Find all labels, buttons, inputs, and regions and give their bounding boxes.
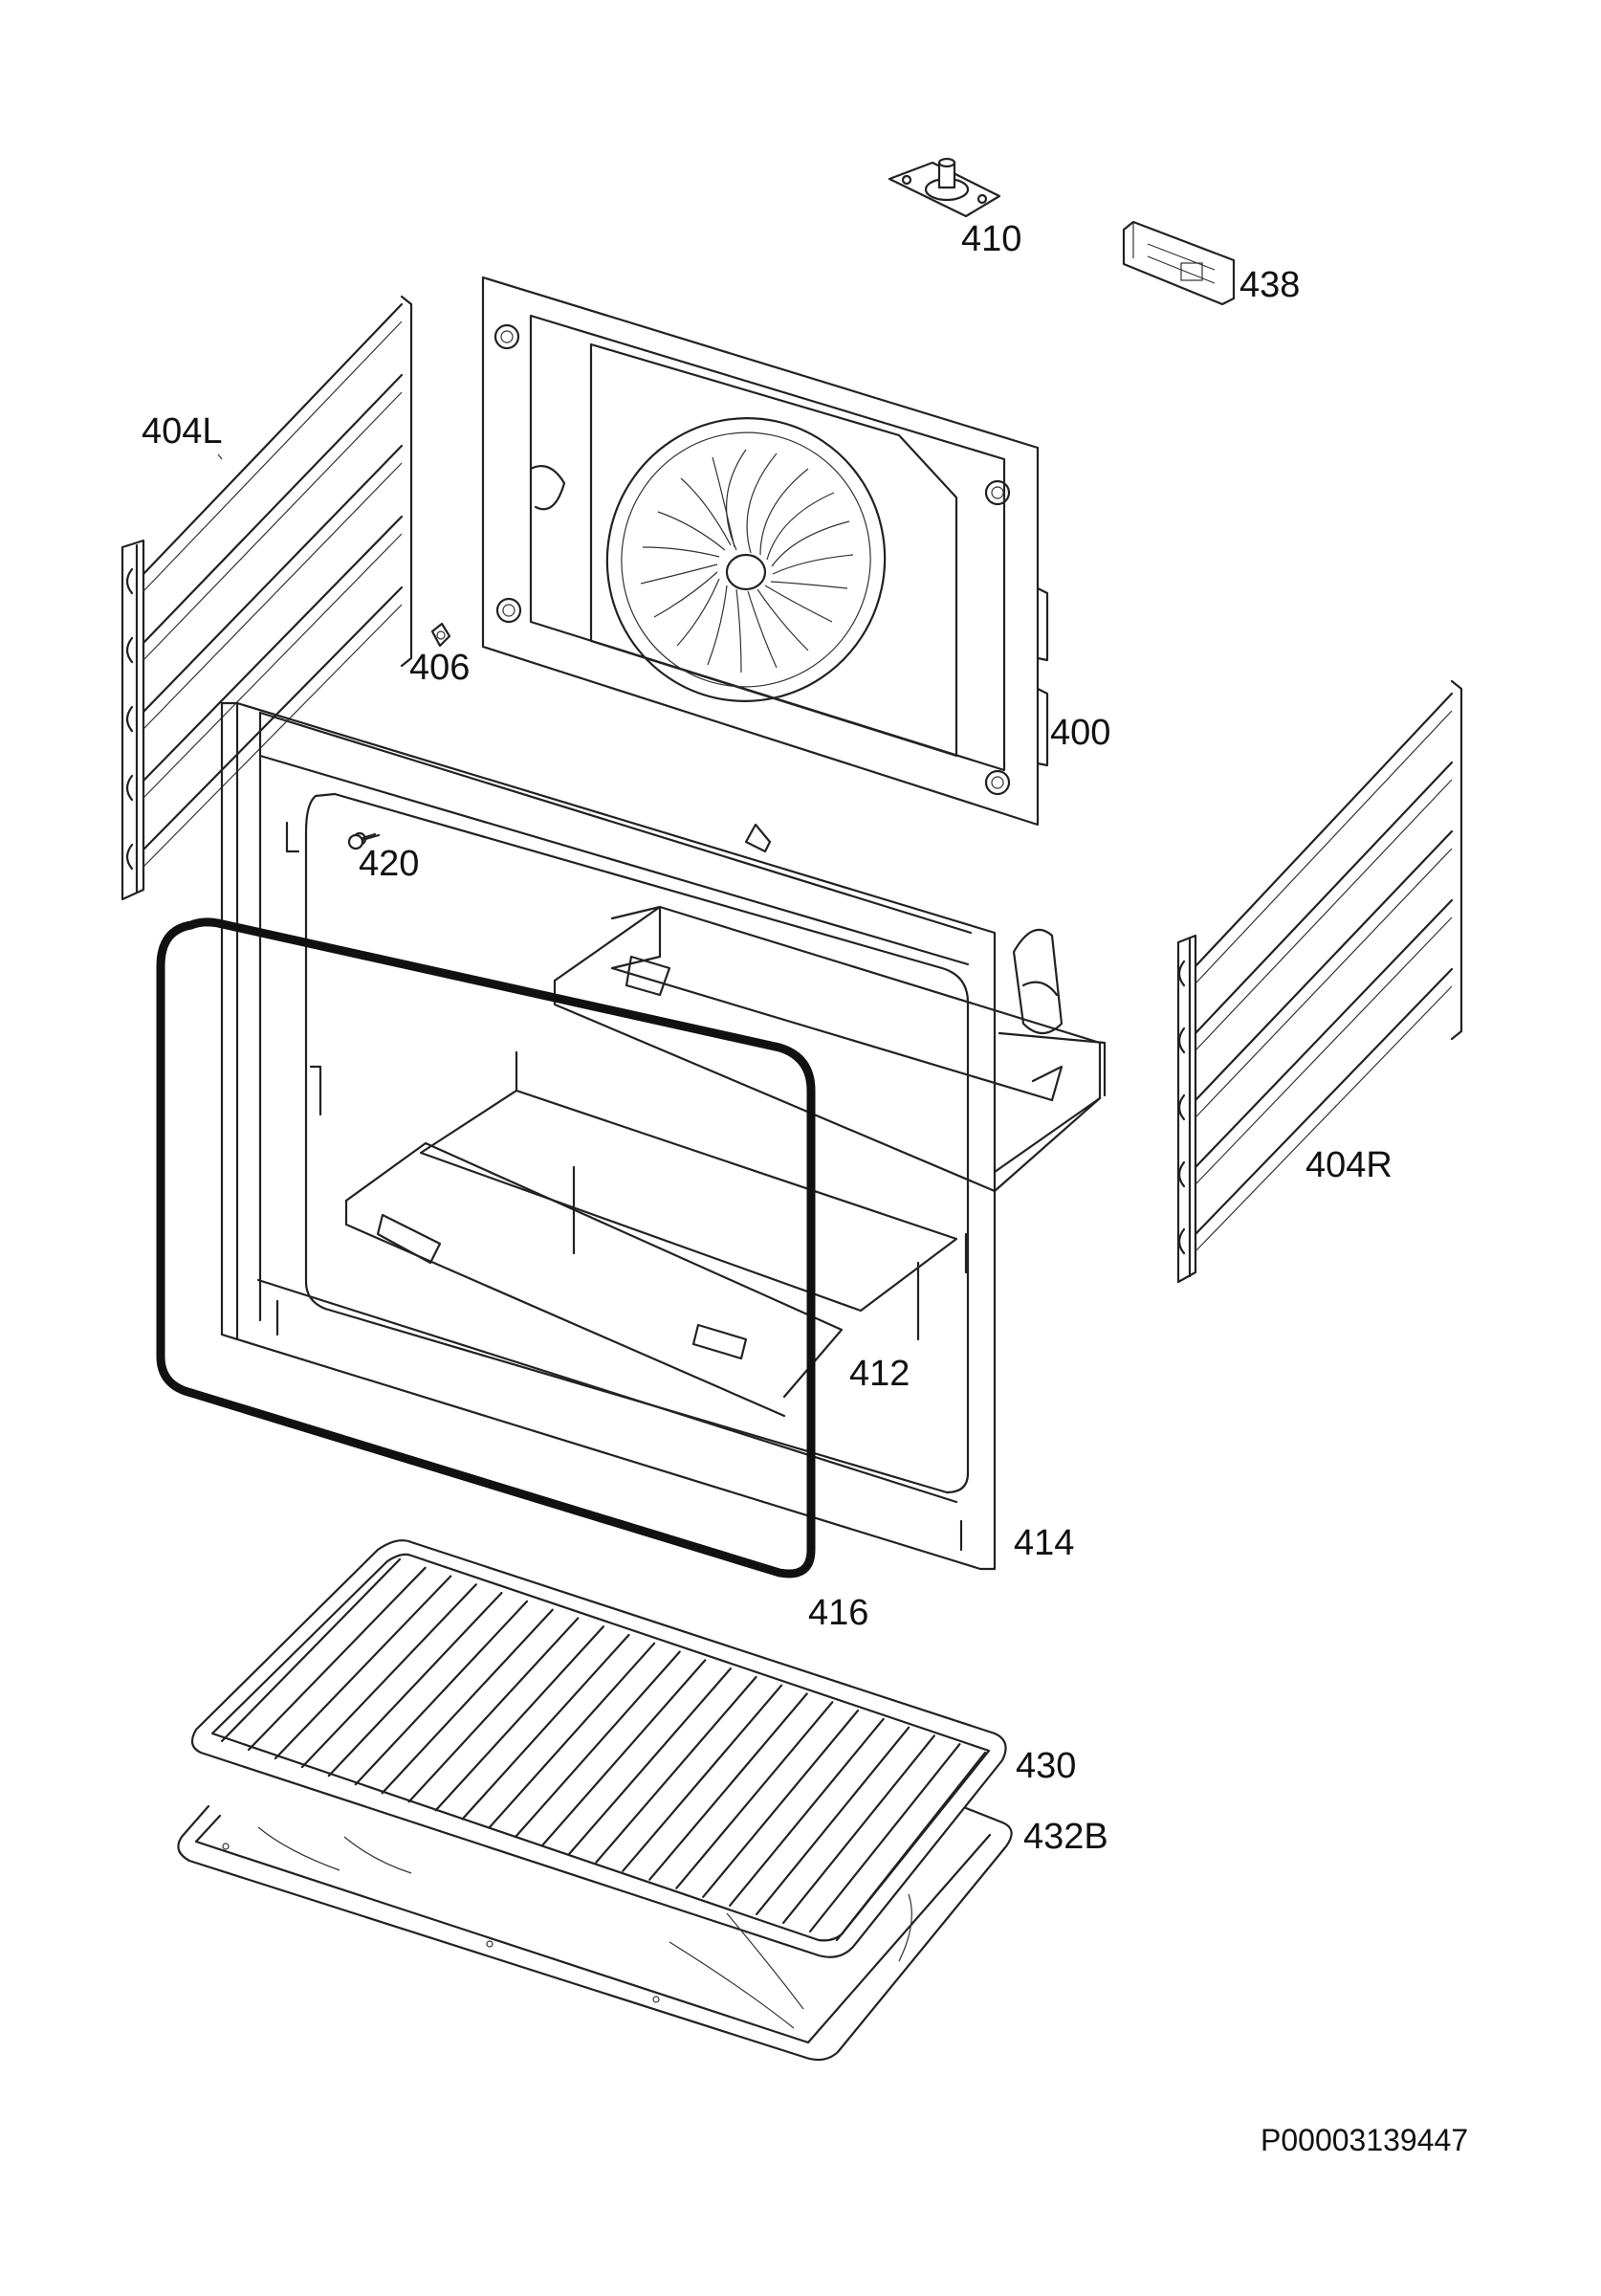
line-detail	[1194, 829, 1454, 1102]
line-detail	[143, 462, 403, 730]
line-detail	[541, 1659, 707, 1846]
line-detail	[125, 774, 134, 802]
line-detail	[756, 1726, 910, 1915]
part-404R-right-shelf-rack	[1176, 679, 1463, 1284]
line-detail	[1177, 1093, 1186, 1121]
line-detail	[143, 533, 403, 799]
part-416-door-seal	[156, 917, 816, 1578]
line-detail	[702, 1710, 860, 1898]
line-detail	[327, 1592, 503, 1777]
part-432B-baking-tray	[177, 1804, 1013, 2062]
line-detail	[434, 1625, 604, 1812]
part-406-clip	[430, 622, 451, 648]
line-detail	[220, 1557, 402, 1743]
document-id: P00003139447	[1261, 2123, 1468, 2157]
part-404L-left-shelf-rack	[121, 295, 413, 901]
line-detail	[1195, 710, 1453, 984]
line-detail	[595, 1675, 757, 1864]
line-detail	[835, 1751, 987, 1942]
line-detail	[1194, 692, 1454, 968]
line-detail	[143, 604, 403, 868]
line-detail	[1195, 916, 1453, 1185]
part-414-front-frame	[220, 701, 1107, 1571]
line-detail	[143, 391, 403, 661]
line-detail	[675, 1701, 834, 1889]
line-detail	[142, 302, 404, 576]
line-detail	[1194, 898, 1454, 1169]
line-detail	[1177, 1160, 1186, 1188]
part-410-fan-motor-mount	[888, 157, 1001, 218]
line-detail	[808, 1743, 961, 1933]
part-420-screw	[347, 833, 381, 850]
line-detail	[143, 320, 403, 592]
line-detail	[142, 444, 404, 714]
line-detail	[1177, 1227, 1186, 1255]
line-detail	[1194, 761, 1454, 1035]
line-detail	[1194, 967, 1454, 1236]
line-detail	[142, 585, 404, 851]
line-detail	[300, 1583, 477, 1769]
label-430: 430	[1016, 1746, 1076, 1786]
line-detail	[142, 373, 404, 645]
part-400-back-panel	[481, 276, 1049, 827]
label-410: 410	[961, 219, 1021, 259]
part-430-wire-shelf	[190, 1539, 1007, 1958]
label-412: 412	[849, 1354, 910, 1394]
line-detail	[1177, 1027, 1186, 1054]
line-detail	[274, 1575, 452, 1760]
part-438-clip	[1122, 220, 1236, 306]
line-detail	[568, 1667, 732, 1855]
label-404R: 404R	[1305, 1145, 1393, 1185]
label-404L: 404L	[142, 411, 223, 452]
line-detail	[1177, 960, 1186, 987]
label-416: 416	[808, 1593, 868, 1633]
label-406: 406	[409, 648, 470, 688]
line-detail	[125, 636, 134, 664]
part-412-oven-cavity	[344, 905, 1102, 1418]
line-detail	[729, 1717, 885, 1907]
line-detail	[1195, 848, 1453, 1118]
line-detail	[648, 1692, 808, 1881]
line-detail	[622, 1684, 783, 1872]
line-detail	[354, 1600, 529, 1786]
line-detail	[488, 1642, 656, 1829]
line-detail	[782, 1734, 935, 1924]
leader-404L	[217, 453, 223, 460]
label-432B: 432B	[1023, 1817, 1108, 1857]
label-420: 420	[359, 844, 419, 884]
line-detail	[247, 1566, 427, 1752]
line-detail	[125, 567, 134, 595]
line-detail	[125, 843, 134, 871]
line-detail	[407, 1617, 580, 1803]
line-detail	[1195, 779, 1453, 1051]
label-414: 414	[1014, 1523, 1074, 1563]
label-438: 438	[1239, 265, 1300, 305]
line-detail	[461, 1633, 630, 1821]
line-detail	[1195, 985, 1453, 1252]
line-detail	[125, 705, 134, 733]
line-detail	[142, 515, 404, 783]
line-detail	[515, 1650, 681, 1838]
line-detail	[381, 1608, 554, 1795]
label-400: 400	[1050, 713, 1110, 753]
